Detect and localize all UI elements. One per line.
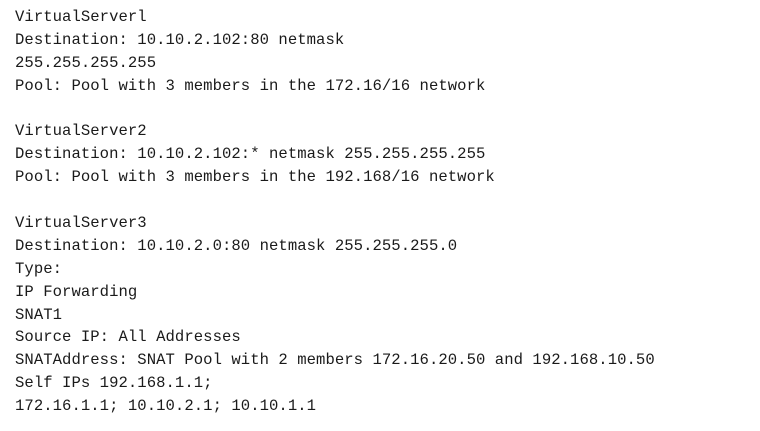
virtual-server-3-source-ip: Source IP: All Addresses <box>15 328 241 347</box>
virtual-server-3-snat: SNAT1 <box>15 305 63 324</box>
virtual-server-1-block: VirtualServerl Destination: 10.10.2.102:… <box>15 6 755 98</box>
virtual-server-2-block: VirtualServer2 Destination: 10.10.2.102:… <box>15 120 755 189</box>
config-document: VirtualServerl Destination: 10.10.2.102:… <box>15 6 755 418</box>
virtual-server-3-block: VirtualServer3 Destination: 10.10.2.0:80… <box>15 212 755 418</box>
virtual-server-2-title: VirtualServer2 <box>15 122 147 141</box>
virtual-server-3-type-value: IP Forwarding <box>15 282 138 301</box>
virtual-server-3-type-label: Type: <box>15 259 63 278</box>
virtual-server-1-pool: Pool: Pool with 3 members in the 172.16/… <box>15 76 486 95</box>
virtual-server-2-pool: Pool: Pool with 3 members in the 192.168… <box>15 168 495 187</box>
virtual-server-3-destination: Destination: 10.10.2.0:80 netmask 255.25… <box>15 236 458 255</box>
self-ips-line-2: 172.16.1.1; 10.10.2.1; 10.10.1.1 <box>15 397 317 416</box>
virtual-server-1-netmask: 255.255.255.255 <box>15 53 157 72</box>
virtual-server-3-title: VirtualServer3 <box>15 214 147 233</box>
virtual-server-2-destination: Destination: 10.10.2.102:* netmask 255.2… <box>15 145 486 164</box>
virtual-server-1-destination: Destination: 10.10.2.102:80 netmask <box>15 30 345 49</box>
self-ips-line-1: Self IPs 192.168.1.1; <box>15 374 213 393</box>
virtual-server-1-title: VirtualServerl <box>15 8 147 26</box>
virtual-server-3-snat-address: SNATAddress: SNAT Pool with 2 members 17… <box>15 351 655 370</box>
